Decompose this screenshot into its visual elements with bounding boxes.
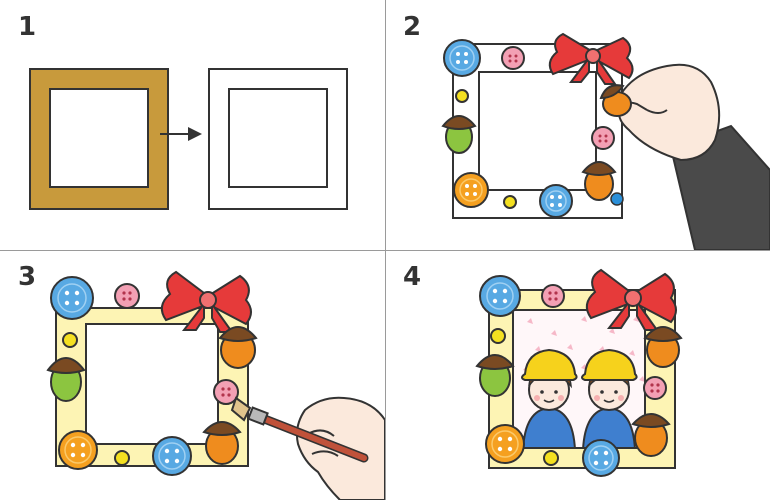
- step-3-illustration: [46, 270, 385, 500]
- step-1-panel: 1: [0, 0, 385, 250]
- step-2-panel: 2: [385, 0, 770, 250]
- button-icon: [643, 376, 667, 400]
- step-1-illustration: [29, 68, 348, 210]
- acorn-icon: [475, 354, 515, 397]
- hand-icon: [618, 63, 770, 250]
- acorn-icon: [631, 413, 671, 457]
- cardboard-frame-window: [49, 88, 149, 188]
- button-icon: [582, 439, 620, 477]
- step-4-panel: 4: [385, 250, 770, 500]
- glue-brush-icon: [230, 396, 369, 463]
- horizontal-divider: [0, 250, 770, 251]
- button-icon: [58, 430, 98, 470]
- white-frame-window: [228, 88, 328, 188]
- button-icon: [610, 192, 624, 206]
- acorn-icon: [599, 84, 632, 117]
- acorn-icon: [441, 115, 477, 154]
- ribbon-bow-icon: [585, 268, 677, 331]
- button-icon: [152, 436, 192, 476]
- acorn-icon: [46, 357, 86, 402]
- step-3-panel: 3: [0, 250, 385, 500]
- button-icon: [453, 172, 489, 208]
- button-icon: [479, 275, 521, 317]
- acorn-icon: [218, 326, 258, 369]
- arrow-right-icon: [160, 127, 202, 141]
- button-icon: [503, 195, 517, 209]
- step-4-illustration: [475, 268, 683, 477]
- button-icon: [591, 126, 615, 150]
- button-icon: [62, 332, 78, 348]
- step-number: 1: [18, 12, 37, 42]
- button-icon: [541, 284, 565, 308]
- button-icon: [213, 379, 239, 405]
- button-icon: [485, 424, 525, 464]
- child-figure: [521, 348, 578, 451]
- step-number: 2: [403, 12, 422, 42]
- button-icon: [501, 46, 525, 70]
- button-icon: [114, 283, 140, 309]
- acorn-icon: [643, 326, 683, 368]
- ribbon-bow-icon: [548, 32, 634, 85]
- ribbon-bow-icon: [160, 270, 252, 333]
- button-icon: [443, 39, 481, 77]
- button-icon: [50, 276, 94, 320]
- button-icon: [490, 328, 506, 344]
- button-icon: [543, 450, 559, 466]
- button-icon: [539, 184, 573, 218]
- acorn-icon: [202, 421, 242, 465]
- acorn-icon: [581, 161, 617, 201]
- step-number: 4: [403, 262, 422, 292]
- button-icon: [114, 450, 130, 466]
- button-icon: [455, 89, 469, 103]
- child-figure: [581, 348, 638, 451]
- step-number: 3: [18, 262, 37, 292]
- step-2-illustration: [441, 32, 770, 250]
